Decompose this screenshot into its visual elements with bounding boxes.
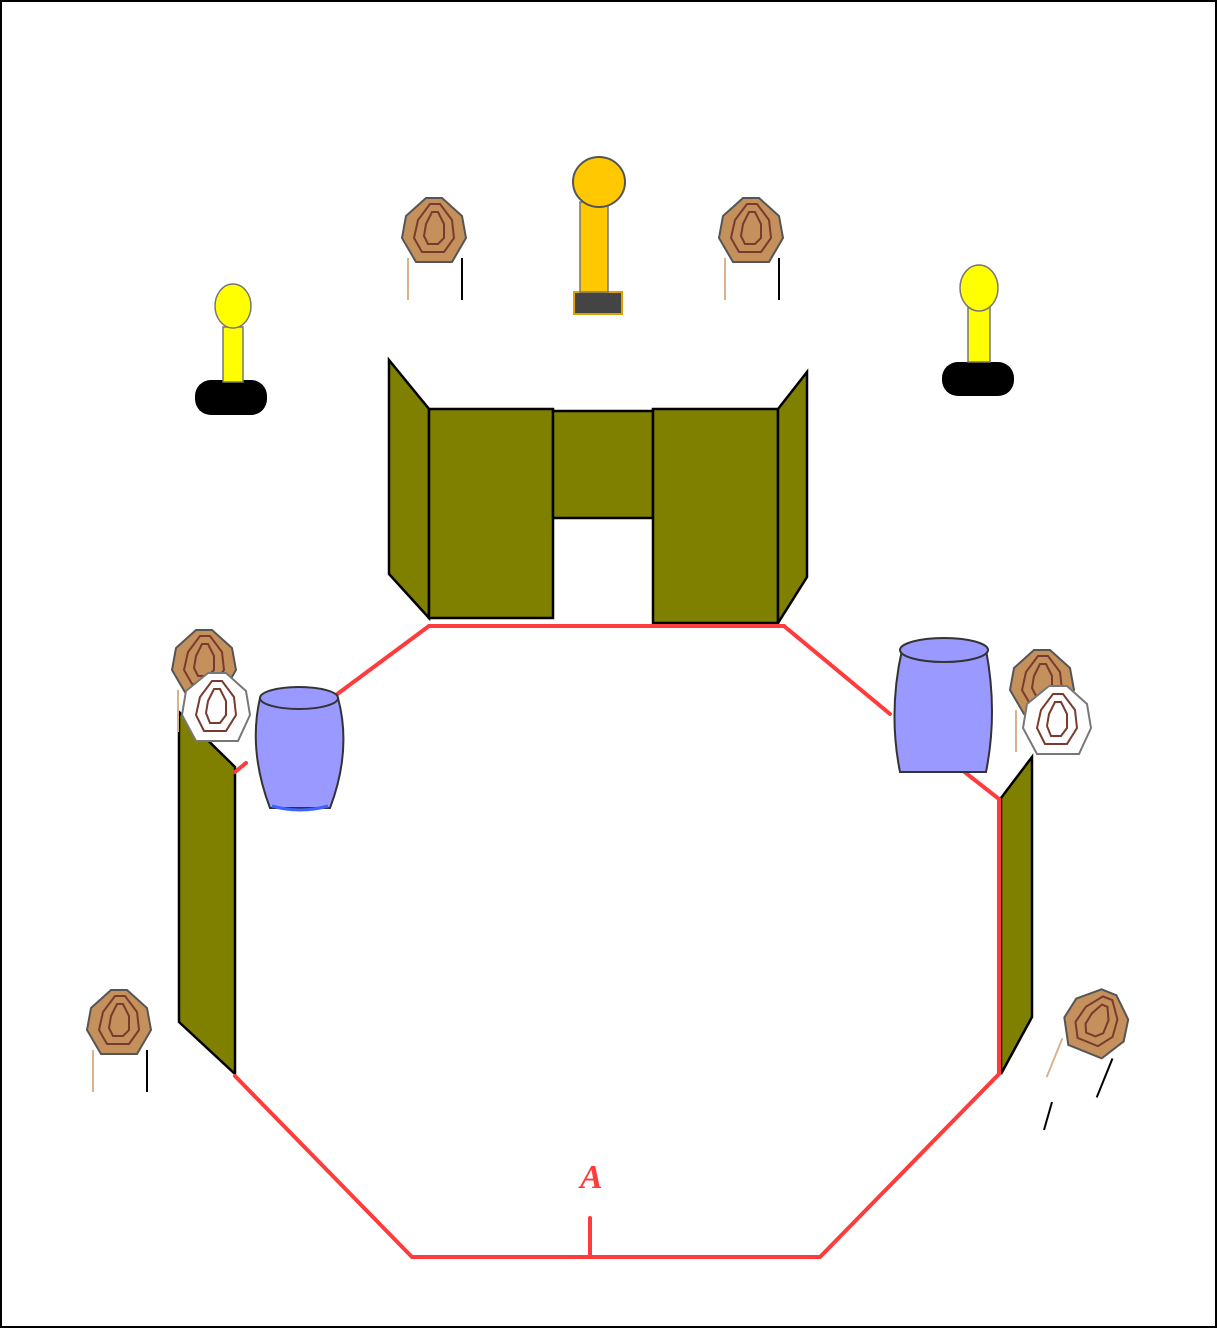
paper-target-icon: [1040, 979, 1140, 1100]
paper-target-icon: [86, 989, 152, 1093]
wall-panel: [387, 356, 809, 628]
wall-panel: [999, 753, 1034, 1075]
paper-target-icon: [401, 197, 467, 301]
paper-target-icon: [718, 197, 784, 301]
fault-line: [233, 624, 1001, 1259]
start-position-label: A: [578, 1159, 603, 1196]
barrel-icon: [893, 637, 993, 773]
barrel-icon: [254, 686, 345, 812]
wall-panel: [177, 709, 237, 1077]
steel-popper-icon: [942, 264, 1014, 396]
steel-popper-icon: [195, 283, 267, 415]
steel-popper-icon: [572, 156, 626, 315]
